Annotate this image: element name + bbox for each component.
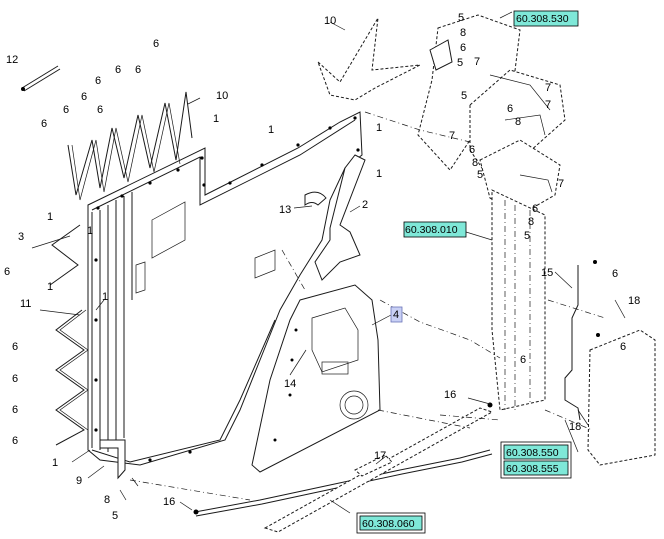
callout-6: 6 [63,104,69,116]
callout-16: 16 [163,496,175,508]
callout-6: 6 [620,341,626,353]
callout-5: 5 [457,57,463,69]
rod-part [21,65,61,92]
callout-6: 6 [12,404,18,416]
callout-10: 10 [324,15,336,27]
callout-6: 6 [115,64,121,76]
callout-6: 6 [97,104,103,116]
callout-6: 6 [135,64,141,76]
callout-6: 6 [469,144,475,156]
callout-1: 1 [47,281,53,293]
callout-1: 1 [376,122,382,134]
top-seal-part [317,17,421,101]
callout-6: 6 [95,75,101,87]
callout-5: 5 [458,12,464,24]
callout-2: 2 [362,199,368,211]
callout-5: 5 [112,510,118,522]
callout-8: 8 [104,494,110,506]
callout-5: 5 [477,169,483,181]
reference-box-bottom[interactable]: 60.308.060 [356,512,426,534]
callout-16: 16 [444,389,456,401]
reference-label: 60.308.555 [506,463,559,475]
reference-box-mid[interactable]: 60.308.010 [403,221,467,238]
callout-13: 13 [279,204,291,216]
reference-box-top[interactable]: 60.308.530 [513,10,579,27]
reference-label: 60.308.530 [516,13,569,25]
callout-1: 1 [52,457,58,469]
callout-7: 7 [545,82,551,94]
callout-11: 11 [20,298,31,310]
callout-8: 8 [515,116,521,128]
callout-6: 6 [612,268,618,280]
callout-5: 5 [524,230,530,242]
callout-6: 6 [507,103,513,115]
callout-4: 4 [393,309,399,321]
chain-parts [193,402,494,533]
bottom-strip [99,439,126,480]
callout-9: 9 [76,475,82,487]
callout-1: 1 [268,124,274,136]
callout-6: 6 [460,42,466,54]
callout-6: 6 [12,373,18,385]
callout-6: 6 [81,91,87,103]
lower-center-panel [251,284,381,473]
callout-18: 18 [628,295,640,307]
zigzag-seal-upper [67,91,193,201]
callout-14: 14 [284,378,296,390]
callout-1: 1 [87,225,93,237]
callout-6: 6 [12,341,18,353]
panel-bolts [94,116,360,462]
reference-label: 60.308.010 [405,224,458,236]
callout-8: 8 [472,157,478,169]
callout-6: 6 [12,435,18,447]
callout-1: 1 [47,211,53,223]
callout-7: 7 [545,99,551,111]
callout-6: 6 [41,118,47,130]
leader-lines [31,11,626,514]
callout-8: 8 [460,27,466,39]
callout-3: 3 [18,231,24,243]
reference-label: 60.308.550 [506,447,559,459]
callout-7: 7 [449,130,455,142]
callout-12: 12 [6,54,18,66]
callout-6: 6 [532,203,538,215]
main-side-panel [87,111,363,466]
callout-7: 7 [474,56,480,68]
right-column [491,189,546,412]
callout-8: 8 [528,216,534,228]
callout-6: 6 [520,354,526,366]
callout-5: 5 [461,90,467,102]
callout-1: 1 [102,291,108,303]
highlight-box [390,306,403,323]
right-panel [564,260,656,466]
reference-label: 60.308.060 [362,518,415,530]
callout-18: 18 [569,421,581,433]
callout-labels: 12 6 6 6 6 6 6 6 6 10 10 1 1 1 1 1 1 1 1… [4,12,640,522]
callout-10: 10 [216,90,228,102]
callout-7: 7 [558,178,564,190]
callout-1: 1 [213,113,219,125]
zigzag-seal-left [49,224,89,446]
callout-17: 17 [374,450,386,462]
strap-part [304,154,366,281]
callout-1: 1 [376,168,382,180]
callout-15: 15 [541,267,553,279]
callout-6: 6 [153,38,159,50]
reference-box-low-pair[interactable]: 60.308.550 60.308.555 [500,441,572,479]
callout-6: 6 [4,266,10,278]
right-upper-assembly [417,14,566,216]
